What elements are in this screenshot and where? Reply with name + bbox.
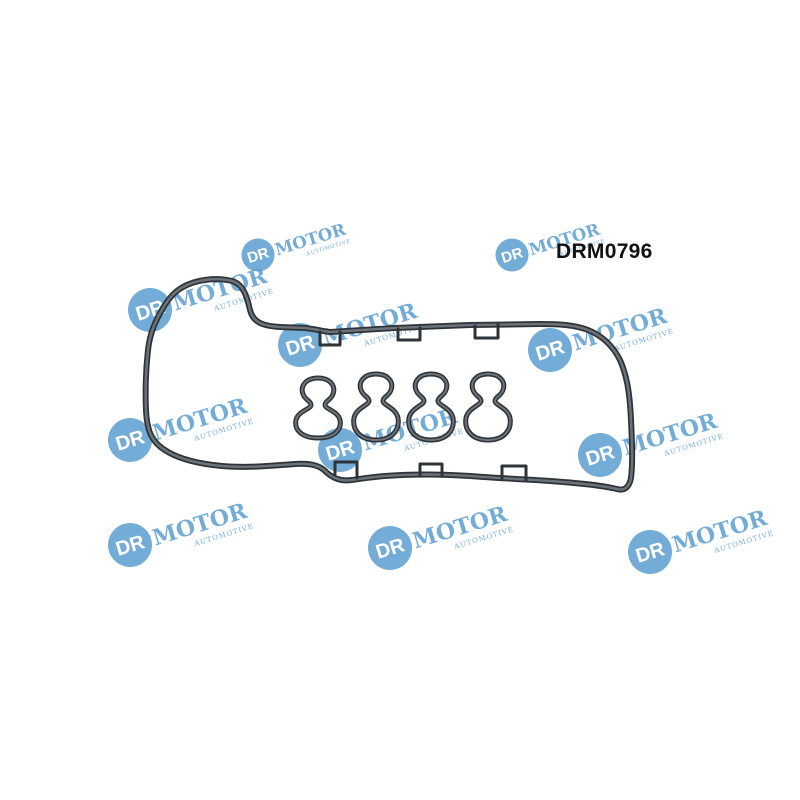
spark-plug-seals <box>293 371 513 443</box>
gasket-tabs-bottom <box>333 460 528 482</box>
valve-cover-gasket <box>142 276 636 493</box>
svg-text:DR: DR <box>245 244 271 267</box>
part-number-label: DRM0796 <box>556 240 653 263</box>
gasket-tabs-top <box>318 323 500 347</box>
svg-text:DR: DR <box>499 244 525 267</box>
